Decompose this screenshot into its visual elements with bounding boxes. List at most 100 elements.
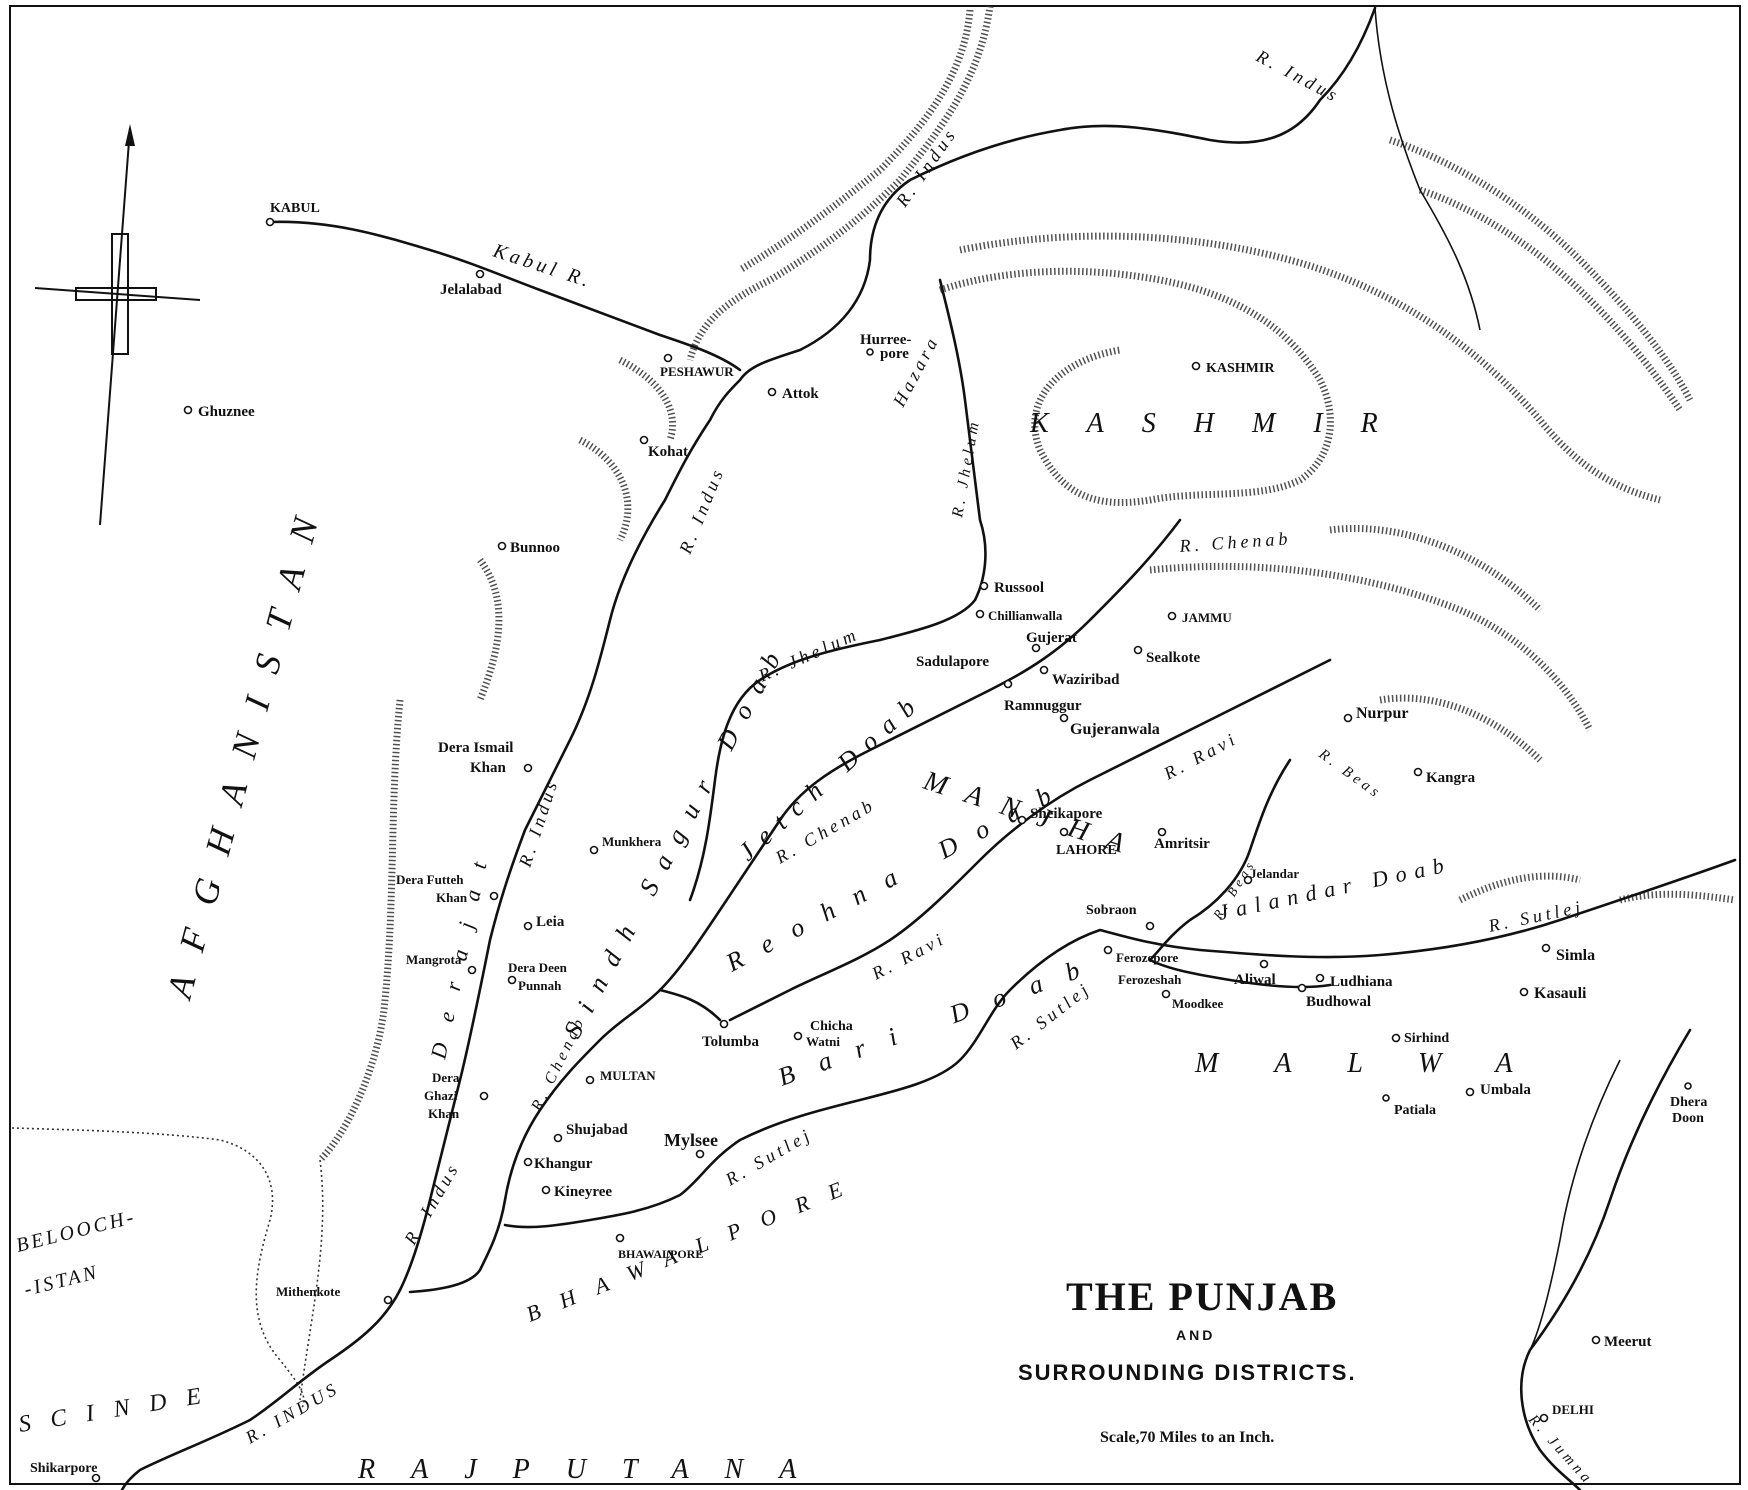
label-chenab-n: R. Chenab xyxy=(1178,528,1292,556)
river-labels: R. Indus R. Indus Kabul R. Hazara R. Jhe… xyxy=(241,45,1596,1488)
town-shikarpore: Shikarpore xyxy=(30,1461,97,1476)
town-umbala: Umbala xyxy=(1480,1082,1531,1098)
town-dhera-1: Dhera xyxy=(1670,1095,1707,1110)
town-dera-ghazi-3: Khan xyxy=(428,1106,460,1121)
town-kangra: Kangra xyxy=(1426,770,1476,786)
town-peshawur: PESHAWUR xyxy=(660,364,734,379)
label-indus-mid: R. Indus xyxy=(675,464,728,558)
town-sadulapore: Sadulapore xyxy=(916,654,989,670)
town-tolumba: Tolumba xyxy=(702,1034,759,1050)
chenab-river xyxy=(408,518,1182,1294)
title-block: THE PUNJAB AND SURROUNDING DISTRICTS. Sc… xyxy=(1018,1274,1357,1446)
town-russool: Russool xyxy=(994,580,1044,596)
town-budhowal: Budhowal xyxy=(1306,994,1371,1010)
label-kabul: Kabul R. xyxy=(490,240,596,293)
indus-channel xyxy=(1374,7,1481,331)
town-ghuznee: Ghuznee xyxy=(198,404,255,420)
town-dera-futteh-2: Khan xyxy=(436,890,468,905)
town-attok: Attok xyxy=(782,386,819,402)
map-title: THE PUNJAB xyxy=(1066,1274,1338,1319)
indus-upper xyxy=(398,6,1377,1292)
town-chicha-2: Watni xyxy=(806,1034,840,1049)
doab-jetch: Jetch Doab xyxy=(733,685,930,867)
town-kabul: KABUL xyxy=(270,201,320,216)
town-gujerat: Gujerat xyxy=(1026,630,1077,646)
label-indus-ne: R. Indus xyxy=(1252,45,1344,106)
town-mithenkote: Mithenkote xyxy=(276,1284,341,1299)
map-title-and: AND xyxy=(1176,1327,1215,1343)
label-sutlej-e: R. Sutlej xyxy=(1486,896,1586,936)
doab-reohna: Reohna Doab xyxy=(720,771,1075,978)
jumna-river xyxy=(1520,1028,1692,1490)
label-sutlej-s: R. Sutlej xyxy=(721,1124,816,1190)
town-jelandar: Jelandar xyxy=(1250,866,1299,881)
towns: KABUL Jelalabad Ghuznee PESHAWUR Kohat A… xyxy=(30,201,1707,1483)
map-frame xyxy=(9,5,1741,1485)
map-scale: Scale,70 Miles to an Inch. xyxy=(1100,1429,1274,1446)
region-rajputana: RAJPUTANA xyxy=(357,1454,832,1485)
region-belooch-1: BELOOCH- xyxy=(14,1206,139,1257)
label-indus-n: R. Indus xyxy=(891,123,961,211)
town-mylsee: Mylsee xyxy=(664,1130,718,1150)
town-moodkee: Moodkee xyxy=(1172,996,1224,1011)
town-simla: Simla xyxy=(1556,947,1595,964)
town-bunnoo: Bunnoo xyxy=(510,540,560,556)
town-multan: MULTAN xyxy=(600,1068,656,1083)
sindh-sagur-link xyxy=(658,988,722,1022)
town-sheikapore: Sheikapore xyxy=(1030,806,1103,822)
town-sealkote: Sealkote xyxy=(1146,650,1201,666)
sutlej-river xyxy=(503,858,1737,1229)
town-ferozeshah: Ferozeshah xyxy=(1118,972,1182,987)
town-kohat: Kohat xyxy=(648,444,688,460)
town-dera-ghazi-1: Dera xyxy=(432,1070,460,1085)
town-bhawalpore: BHAWALPORE xyxy=(618,1247,703,1261)
town-kineyree: Kineyree xyxy=(554,1184,612,1200)
town-hurree-1: Hurree- xyxy=(860,332,911,348)
label-ravi: R. Ravi xyxy=(868,928,950,984)
town-aliwal: Aliwal xyxy=(1234,972,1276,988)
beas-river xyxy=(1148,758,1292,962)
region-afghanistan: AFGHANISTAN xyxy=(159,488,333,1004)
region-belooch-2: -ISTAN xyxy=(22,1261,102,1301)
town-kashmir: KASHMIR xyxy=(1206,361,1275,376)
town-jelalabad: Jelalabad xyxy=(440,282,502,298)
town-meerut: Meerut xyxy=(1604,1334,1651,1350)
town-waziribad: Waziribad xyxy=(1052,672,1120,688)
town-chicha-1: Chicha xyxy=(810,1019,853,1034)
label-beas-n: R. Beas xyxy=(1315,746,1385,803)
town-dera-ghazi-2: Ghazi xyxy=(424,1088,458,1103)
town-munkhera: Munkhera xyxy=(602,834,662,849)
town-lahore: LAHORE xyxy=(1056,843,1117,858)
town-dera-ismail-1: Dera Ismail xyxy=(438,740,513,756)
region-malwa: MALWA xyxy=(1194,1048,1568,1079)
town-chillianwalla: Chillianwalla xyxy=(988,608,1063,623)
jumna-trib xyxy=(1529,1059,1621,1351)
jhelum-river xyxy=(688,278,987,902)
town-dera-deen-1: Dera Deen xyxy=(508,960,568,975)
town-leia: Leia xyxy=(536,914,565,930)
town-dera-futteh-1: Dera Futteh xyxy=(396,872,464,887)
town-hurree-2: pore xyxy=(880,346,909,362)
region-scinde: SCINDE xyxy=(17,1380,223,1438)
rivers xyxy=(120,6,1737,1490)
town-jammu: JAMMU xyxy=(1182,610,1232,625)
map-subtitle: SURROUNDING DISTRICTS. xyxy=(1018,1360,1357,1385)
town-dera-ismail-2: Khan xyxy=(470,760,507,776)
label-indus-low: R. Indus xyxy=(400,1158,464,1249)
label-ravi-n: R. Ravi xyxy=(1160,728,1242,784)
town-patiala: Patiala xyxy=(1394,1103,1436,1118)
indus-lower xyxy=(120,1288,402,1490)
town-ludhiana: Ludhiana xyxy=(1330,974,1393,990)
town-ferozepore: Ferozepore xyxy=(1116,950,1179,965)
town-gujeranwala: Gujeranwala xyxy=(1070,721,1160,738)
kabul-river xyxy=(268,220,742,372)
compass-rose xyxy=(34,124,201,526)
town-shujabad: Shujabad xyxy=(566,1122,628,1138)
town-kasauli: Kasauli xyxy=(1534,985,1587,1002)
mountain-hatching xyxy=(317,5,1736,1163)
town-khangur: Khangur xyxy=(534,1156,593,1172)
town-dhera-2: Doon xyxy=(1672,1111,1704,1126)
town-sirhind: Sirhind xyxy=(1404,1031,1449,1046)
town-delhi: DELHI xyxy=(1552,1402,1594,1417)
town-dera-deen-2: Punnah xyxy=(518,978,562,993)
